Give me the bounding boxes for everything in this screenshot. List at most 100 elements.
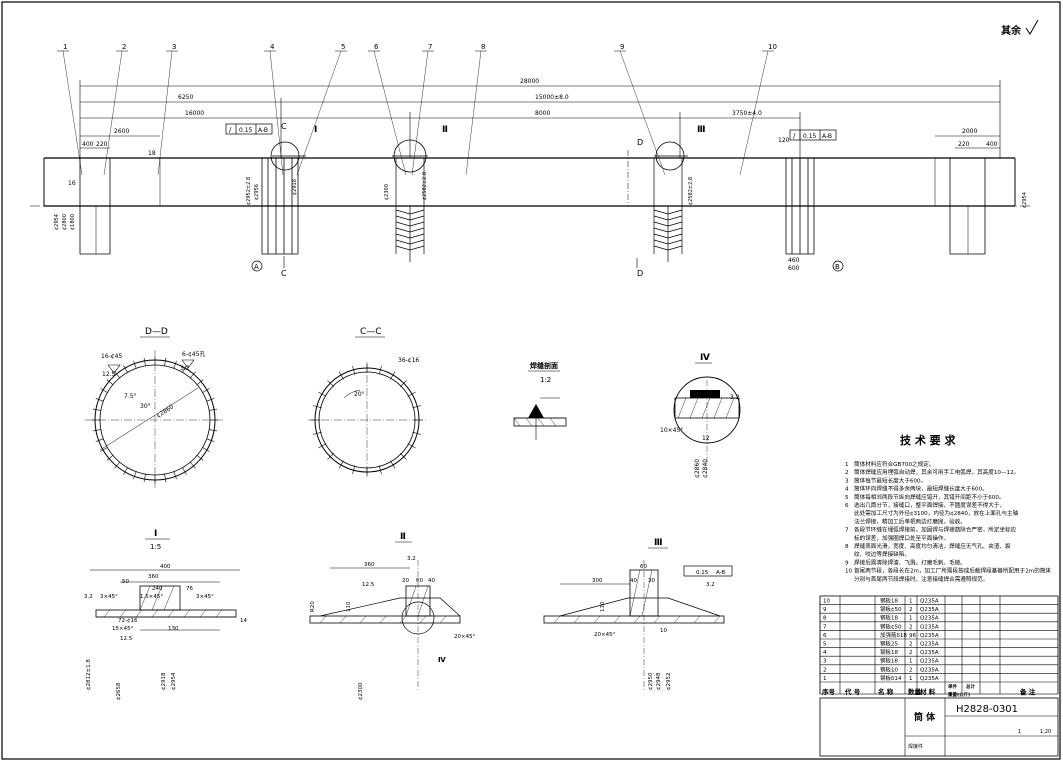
parts-cell: 钢板10 xyxy=(880,665,898,673)
parts-cell: 3 xyxy=(823,659,827,665)
parts-cell: 7 xyxy=(823,624,827,630)
tech-note-text: 筒体材料应符合GB700之规定。 xyxy=(854,460,934,468)
svg-text:Ⅳ: Ⅳ xyxy=(700,353,710,363)
svg-text:Ⅲ: Ⅲ xyxy=(697,125,706,135)
dd-rib xyxy=(95,398,104,402)
tech-note-number: 10 xyxy=(845,569,853,575)
dim-left-220: 220 xyxy=(96,141,108,148)
svg-text:¢2918: ¢2918 xyxy=(292,179,298,195)
svg-text:C: C xyxy=(281,122,287,131)
svg-text:12.5: 12.5 xyxy=(102,371,116,378)
parts-cell: 1 xyxy=(909,659,913,665)
dd-rib xyxy=(173,360,177,369)
cc-rib xyxy=(400,453,407,460)
rib xyxy=(653,233,683,239)
balloon-leader xyxy=(296,50,342,176)
dim-6250: 6250 xyxy=(178,94,193,101)
parts-cell: 钢板18 xyxy=(880,597,898,605)
dd-rib xyxy=(106,455,114,461)
svg-text:¢2800: ¢2800 xyxy=(62,214,68,230)
svg-text:Ⅲ: Ⅲ xyxy=(654,538,663,548)
surface-roughness-mark: 其余 xyxy=(1001,19,1039,37)
tech-note-number: 3 xyxy=(845,478,849,484)
svg-text:D—D: D—D xyxy=(145,327,168,337)
rib xyxy=(395,245,425,251)
svg-text:10×45°: 10×45° xyxy=(660,427,683,434)
balloon-leader xyxy=(411,50,429,176)
dim-16: 16 xyxy=(68,180,76,187)
dd-rib xyxy=(173,471,177,480)
cc-rib xyxy=(318,443,327,449)
tech-note-text: 此处需加工尺寸为外径¢3100，内径为¢2840，放在上面孔与主轴 xyxy=(854,509,1019,517)
svg-text:3×45°: 3×45° xyxy=(100,594,118,600)
diameter-labels: ¢2954 ¢2800 ¢1800 ¢2952±2.8 ¢2956 ¢2918 … xyxy=(54,172,1028,230)
svg-text:A-B: A-B xyxy=(258,127,268,134)
dim-right-400: 400 xyxy=(986,141,998,148)
svg-text:240: 240 xyxy=(152,586,163,592)
svg-text:360: 360 xyxy=(148,574,159,580)
view-dd: D—D 16-¢45 6-¢45孔 12.5 3.2 7.5° 30° ¢286… xyxy=(85,327,225,490)
svg-text:40: 40 xyxy=(428,578,435,584)
dim-600: 600 xyxy=(788,265,800,272)
dd-rib xyxy=(206,438,215,442)
dd-rib xyxy=(196,379,204,385)
tech-note-number: 9 xyxy=(845,560,849,566)
svg-text:名 称: 名 称 xyxy=(878,687,894,696)
tech-note-text: 首尾两节段，各段长在2m，加工厂所需段按成后截焊段基基所配用于2m的筒体 xyxy=(854,567,1051,575)
svg-text:代 号: 代 号 xyxy=(844,687,861,696)
balloon-6: 6 xyxy=(374,43,379,51)
balloon-leader xyxy=(465,50,482,176)
view-cc: C—C 36-¢16 20° xyxy=(308,327,426,478)
svg-text:130: 130 xyxy=(168,626,179,632)
balloon-leader xyxy=(739,50,769,176)
balloon-8: 8 xyxy=(481,43,485,51)
parts-cell: 钢板18 xyxy=(880,657,898,665)
tech-note-number: 5 xyxy=(845,495,849,501)
svg-text:16-¢45: 16-¢45 xyxy=(101,353,122,360)
balloon-leader xyxy=(619,50,666,176)
svg-text:¢2918: ¢2918 xyxy=(161,672,167,690)
svg-text:3×45°: 3×45° xyxy=(196,594,214,600)
parts-cell: 2 xyxy=(909,650,913,656)
tech-note-text: 筒体每节最短长度大于600。 xyxy=(854,476,926,484)
svg-text:¢2812±1.8: ¢2812±1.8 xyxy=(86,659,92,690)
dim-16000: 16000 xyxy=(185,110,204,117)
dd-rib xyxy=(123,467,128,475)
svg-text:其余: 其余 xyxy=(1001,24,1022,37)
svg-text:Ⅱ: Ⅱ xyxy=(442,125,448,135)
parts-cell: 1 xyxy=(909,616,913,622)
dd-rib xyxy=(133,471,137,480)
svg-text:110: 110 xyxy=(346,601,352,612)
detail-marks: Ⅰ Ⅱ Ⅲ xyxy=(314,125,706,135)
svg-text:60: 60 xyxy=(416,578,423,584)
svg-text:3.2: 3.2 xyxy=(706,582,715,588)
parts-header: 序号 代 号 名 称 数量 材 料 单件 总计 重量(公斤) 备 注 xyxy=(821,683,1036,698)
svg-text:A-B: A-B xyxy=(716,570,725,576)
svg-text:A: A xyxy=(254,263,259,271)
tech-note-number: 7 xyxy=(845,528,849,534)
parts-cell: Q235A xyxy=(920,676,939,682)
svg-text:¢2954: ¢2954 xyxy=(54,214,60,230)
svg-text:焊缝剖面: 焊缝剖面 xyxy=(530,361,558,370)
part-name: 筒 体 xyxy=(914,711,936,723)
parts-cell: 2 xyxy=(909,642,913,648)
svg-text:总计: 总计 xyxy=(966,683,975,690)
tech-note-text: 焊缝表面光滑，宽度、高度均匀清洁，焊缝应无气孔、夹渣、裂 xyxy=(854,542,1011,550)
dim-15000: 15000±8.0 xyxy=(535,94,569,101)
svg-text:360: 360 xyxy=(364,562,375,568)
parts-cell: 9 xyxy=(823,607,827,613)
parts-cell: Q235A xyxy=(920,667,939,673)
cc-rib xyxy=(412,405,422,409)
svg-text:C: C xyxy=(281,269,287,278)
balloon-leader xyxy=(103,50,123,176)
svg-text:60: 60 xyxy=(640,564,647,570)
datum-B: B xyxy=(832,260,844,272)
parts-cell: 2 xyxy=(909,607,913,613)
parts-cell: Q235A xyxy=(920,607,939,613)
svg-text:D: D xyxy=(637,269,643,278)
svg-text:1: 1 xyxy=(1018,729,1021,735)
dim-18: 18 xyxy=(148,150,156,157)
cc-rib xyxy=(327,453,334,460)
svg-text:¢2954: ¢2954 xyxy=(1022,192,1028,208)
